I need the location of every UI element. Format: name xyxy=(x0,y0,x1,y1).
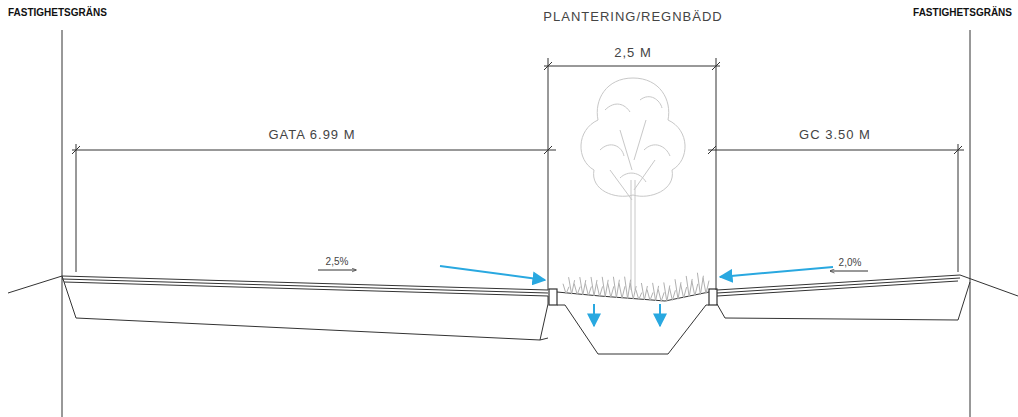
grass-stroke xyxy=(658,289,664,301)
grass-stroke xyxy=(619,283,625,298)
grass-stroke xyxy=(591,277,597,296)
dimension-label: GATA 6.99 M xyxy=(268,128,355,141)
grass-stroke xyxy=(625,277,631,299)
grass-stroke xyxy=(675,279,681,299)
grass-stroke xyxy=(697,273,703,295)
grass-stroke xyxy=(653,283,659,301)
grass-stroke xyxy=(613,277,619,298)
grass-stroke xyxy=(563,284,569,294)
grass-stroke xyxy=(636,290,642,300)
grass-stroke xyxy=(574,284,580,295)
area-label: PLANTERING/REGNBÄDD xyxy=(543,10,722,23)
grass-stroke xyxy=(585,284,591,296)
grass-stroke xyxy=(686,276,692,297)
slope-label: 2,0% xyxy=(839,258,862,268)
grass-stroke xyxy=(703,278,709,294)
grass-stroke xyxy=(647,289,653,300)
dimension-label: GC 3.50 M xyxy=(799,128,871,141)
grass-stroke xyxy=(597,283,603,296)
grass-stroke xyxy=(669,287,675,300)
grass-stroke xyxy=(569,277,575,294)
grass-stroke xyxy=(692,281,698,296)
grass-stroke xyxy=(630,283,636,299)
grass-stroke xyxy=(602,277,608,297)
boundary-label: FASTIGHETSGRÄNS xyxy=(913,8,1012,18)
slope-label: 2,5% xyxy=(326,257,349,267)
grass-stroke xyxy=(608,283,614,297)
grass-stroke xyxy=(664,282,670,301)
grass-stroke xyxy=(681,284,687,298)
grass-stroke xyxy=(580,277,586,295)
grass-stroke xyxy=(641,283,647,300)
boundary-label: FASTIGHETSGRÄNS xyxy=(8,8,107,18)
dimension-label: 2,5 M xyxy=(614,46,652,59)
